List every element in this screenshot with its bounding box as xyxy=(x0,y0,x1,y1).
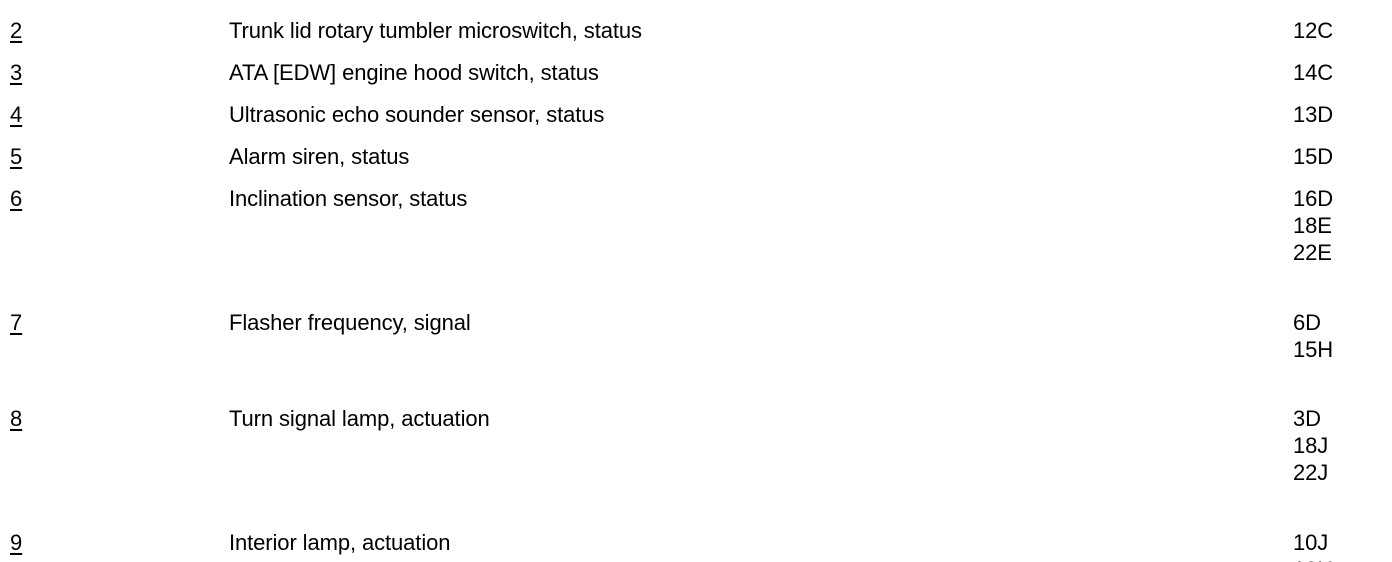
row-description-cell: Flasher frequency, signal xyxy=(229,309,1293,405)
row-description-text: ATA [EDW] engine hood switch, status xyxy=(229,60,599,85)
row-index-number[interactable]: 3 xyxy=(10,60,23,85)
row-description-cell: Ultrasonic echo sounder sensor, status xyxy=(229,101,1293,143)
row-pins-cell: 14C xyxy=(1293,59,1392,101)
row-description-cell: Inclination sensor, status xyxy=(229,185,1293,309)
pin-code: 12H xyxy=(1293,556,1392,562)
pin-code: 12C xyxy=(1293,18,1334,43)
row-description-cell: Trunk lid rotary tumbler microswitch, st… xyxy=(229,0,1293,59)
row-index-number[interactable]: 4 xyxy=(10,102,23,127)
pin-code: 18E xyxy=(1293,213,1332,238)
row-index-number[interactable]: 8 xyxy=(10,406,23,431)
row-description-cell: Interior lamp, actuation xyxy=(229,529,1293,562)
table-row: 2 Trunk lid rotary tumbler microswitch, s… xyxy=(0,0,1392,59)
row-description-text: Flasher frequency, signal xyxy=(229,310,471,335)
row-index-cell: 3 xyxy=(0,59,229,101)
row-index-cell: 9 xyxy=(0,529,229,562)
row-description-cell: ATA [EDW] engine hood switch, status xyxy=(229,59,1293,101)
row-index-cell: 6 xyxy=(0,185,229,309)
row-index-number[interactable]: 6 xyxy=(10,186,23,211)
row-index-number[interactable]: 7 xyxy=(10,310,23,335)
row-index-cell: 7 xyxy=(0,309,229,405)
pin-code: 16D xyxy=(1293,186,1334,211)
row-description-text: Interior lamp, actuation xyxy=(229,530,451,555)
row-index-number[interactable]: 5 xyxy=(10,144,23,169)
row-description-text: Trunk lid rotary tumbler microswitch, st… xyxy=(229,18,642,43)
table-row: 9 Interior lamp, actuation 10J12H xyxy=(0,529,1392,562)
pin-code: 18J xyxy=(1293,433,1329,458)
pin-code: 15H xyxy=(1293,337,1334,362)
row-index-cell: 4 xyxy=(0,101,229,143)
row-index-cell: 8 xyxy=(0,405,229,529)
pin-code: 14C xyxy=(1293,60,1334,85)
row-description-text: Turn signal lamp, actuation xyxy=(229,406,490,431)
row-pins-cell: 12C xyxy=(1293,0,1392,59)
row-pins-cell: 13D xyxy=(1293,101,1392,143)
table-row: 5 Alarm siren, status 15D xyxy=(0,143,1392,185)
table-row: 4 Ultrasonic echo sounder sensor, status 1… xyxy=(0,101,1392,143)
pin-code: 22J xyxy=(1293,460,1329,485)
row-description-text: Alarm siren, status xyxy=(229,144,410,169)
row-index-cell: 2 xyxy=(0,0,229,59)
pin-code: 10J xyxy=(1293,530,1329,555)
pin-code: 22E xyxy=(1293,240,1332,265)
pin-code: 3D xyxy=(1293,406,1321,431)
row-index-cell: 5 xyxy=(0,143,229,185)
pin-code: 6D xyxy=(1293,310,1321,335)
pin-code: 15D xyxy=(1293,144,1334,169)
row-description-cell: Turn signal lamp, actuation xyxy=(229,405,1293,529)
row-pins-cell: 10J12H xyxy=(1293,529,1392,562)
pin-code: 13D xyxy=(1293,102,1334,127)
row-description-cell: Alarm siren, status xyxy=(229,143,1293,185)
table-row: 3 ATA [EDW] engine hood switch, status 14C xyxy=(0,59,1392,101)
row-description-text: Ultrasonic echo sounder sensor, status xyxy=(229,102,605,127)
row-index-number[interactable]: 9 xyxy=(10,530,23,555)
row-pins-cell: 15D xyxy=(1293,143,1392,185)
row-index-number[interactable]: 2 xyxy=(10,18,23,43)
row-description-text: Inclination sensor, status xyxy=(229,186,468,211)
